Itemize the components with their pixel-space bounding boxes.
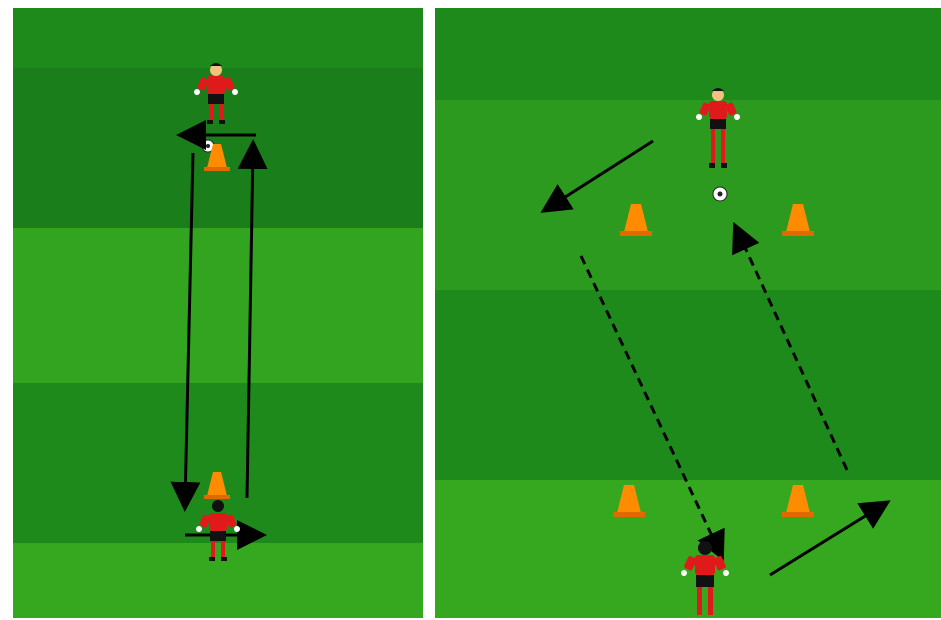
- drill-panel-left: [13, 8, 423, 618]
- player-icon: [194, 63, 238, 124]
- cone-icon: [782, 204, 814, 236]
- ball-icon: [712, 186, 728, 202]
- player-icon: [196, 500, 240, 561]
- player-icon: [681, 541, 729, 615]
- dashed-arrow-icon: [732, 221, 849, 471]
- solid-arrow-icon: [540, 139, 654, 213]
- cone-icon: [613, 485, 645, 517]
- solid-arrow-icon: [769, 500, 891, 577]
- field-stripe: [435, 480, 941, 618]
- dashed-arrow-icon: [579, 255, 725, 562]
- cone-icon: [204, 472, 230, 499]
- field-stripe: [13, 543, 423, 618]
- solid-arrow-icon: [170, 152, 201, 512]
- field-stripe: [435, 290, 941, 480]
- player-icon: [696, 88, 740, 168]
- field-stripe: [435, 100, 941, 290]
- field-stripe: [435, 8, 941, 100]
- right-drill-diagram: [540, 88, 891, 615]
- cone-icon: [204, 144, 230, 171]
- left-drill-diagram: [170, 63, 268, 561]
- drill-panel-right: [435, 8, 941, 618]
- field-stripe: [13, 8, 423, 68]
- cone-icon: [620, 204, 652, 236]
- field-stripe: [13, 228, 423, 383]
- solid-arrow-icon: [237, 139, 268, 499]
- cone-icon: [782, 485, 814, 517]
